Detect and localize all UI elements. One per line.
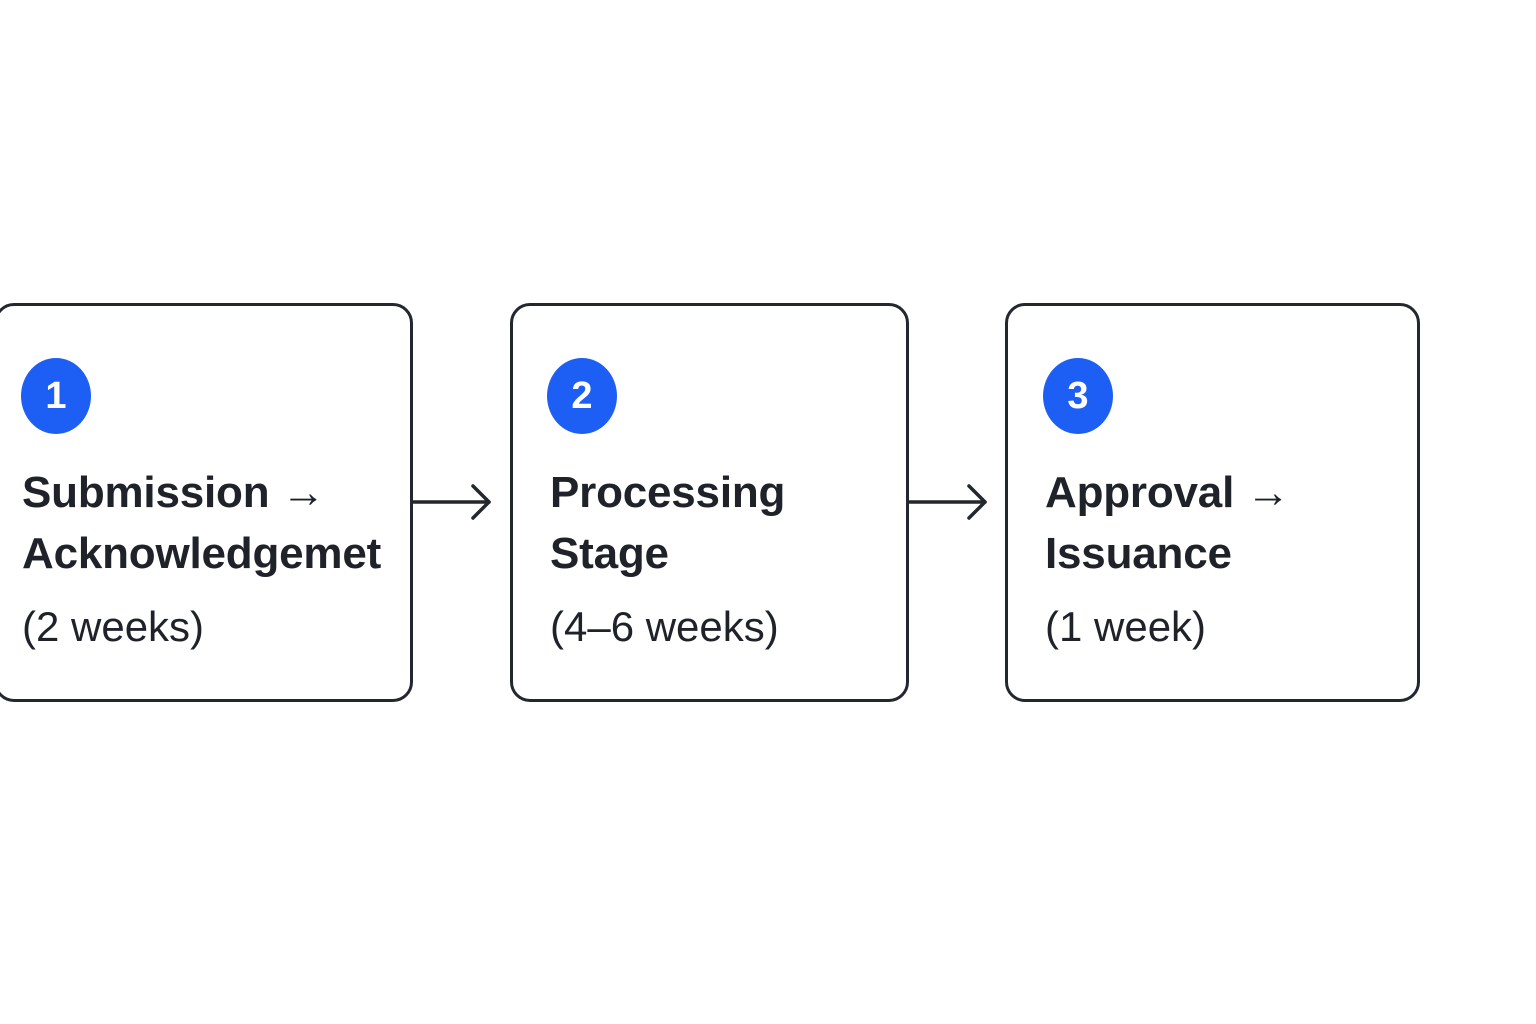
step-duration: (2 weeks) — [22, 603, 205, 650]
step-title-line-2: Issuance — [1045, 529, 1232, 578]
step-title-line-1: Processing — [550, 468, 786, 517]
step-card-1: 1 Submission → Acknowledgemet (2 weeks) — [0, 303, 413, 702]
step-title-line-2: Stage — [550, 529, 669, 578]
step-title-line-2: Acknowledgemet — [22, 529, 382, 578]
step-card-2: 2 Processing Stage (4–6 weeks) — [510, 303, 909, 702]
arrow-right-icon — [413, 484, 491, 520]
step-number-badge: 3 — [1043, 358, 1113, 434]
step-number-badge: 1 — [21, 358, 91, 434]
step-title-line-1: Submission → — [22, 468, 326, 517]
step-card-3: 3 Approval → Issuance (1 week) — [1005, 303, 1420, 702]
step-title: Processing Stage — [550, 462, 785, 584]
step-title: Approval → Issuance — [1045, 462, 1290, 584]
step-number-badge: 2 — [547, 358, 617, 434]
step-duration: (4–6 weeks) — [550, 603, 779, 650]
step-title: Submission → Acknowledgemet — [22, 462, 381, 584]
arrow-right-icon — [909, 484, 987, 520]
step-title-line-1: Approval → — [1045, 468, 1290, 517]
step-duration: (1 week) — [1045, 603, 1207, 650]
